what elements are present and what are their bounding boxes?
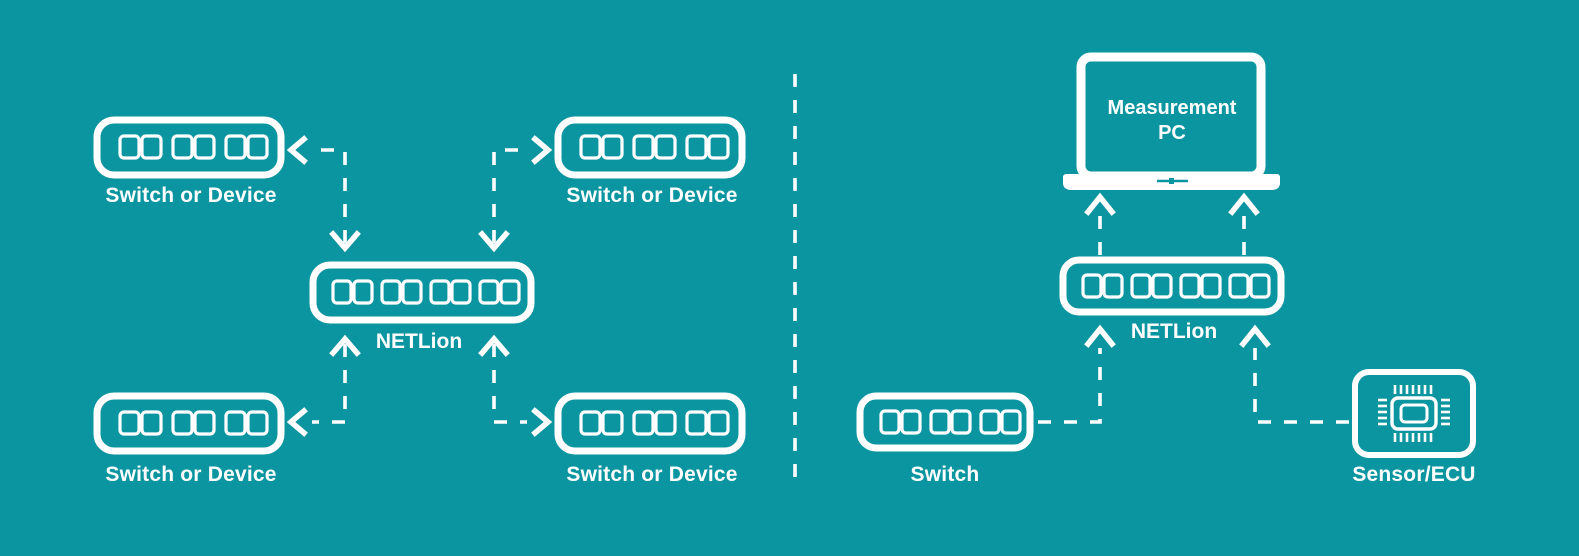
netlion-right-icon	[1059, 256, 1285, 316]
label-switch-or-device-bottom-left: Switch or Device	[105, 463, 277, 486]
connector-netlion-right-to-pc-left	[1084, 192, 1116, 255]
label-netlion-left: NETLion	[375, 330, 463, 353]
label-switch-or-device-top-left: Switch or Device	[105, 184, 277, 207]
switch-or-device-top-left-icon	[93, 116, 285, 179]
switch-right-icon	[856, 392, 1034, 452]
sensor-ecu-icon	[1352, 369, 1476, 458]
connector-netlion-left-to-top-left	[286, 135, 361, 253]
label-netlion-right: NETLion	[1130, 320, 1218, 343]
connector-netlion-left-to-top-right	[478, 135, 553, 253]
measurement-pc-icon	[1063, 52, 1280, 190]
label-switch-or-device-bottom-right: Switch or Device	[566, 463, 738, 486]
label-switch-right: Switch	[910, 463, 980, 486]
label-switch-or-device-top-right: Switch or Device	[566, 184, 738, 207]
netlion-left-icon	[309, 261, 535, 324]
label-measurement-pc: Measurement PC	[1107, 97, 1237, 144]
switch-or-device-bottom-right-icon	[554, 392, 746, 455]
switch-or-device-top-right-icon	[554, 116, 746, 179]
connector-netlion-left-to-bottom-left	[286, 334, 361, 437]
connector-netlion-left-to-bottom-right	[478, 334, 553, 437]
label-sensor-ecu: Sensor/ECU	[1352, 463, 1476, 486]
switch-or-device-bottom-left-icon	[93, 392, 285, 455]
connector-netlion-right-to-pc-right	[1228, 192, 1260, 255]
connector-sensor-ecu-to-netlion-right	[1239, 324, 1349, 424]
connector-switch-to-netlion-right	[1038, 324, 1116, 424]
